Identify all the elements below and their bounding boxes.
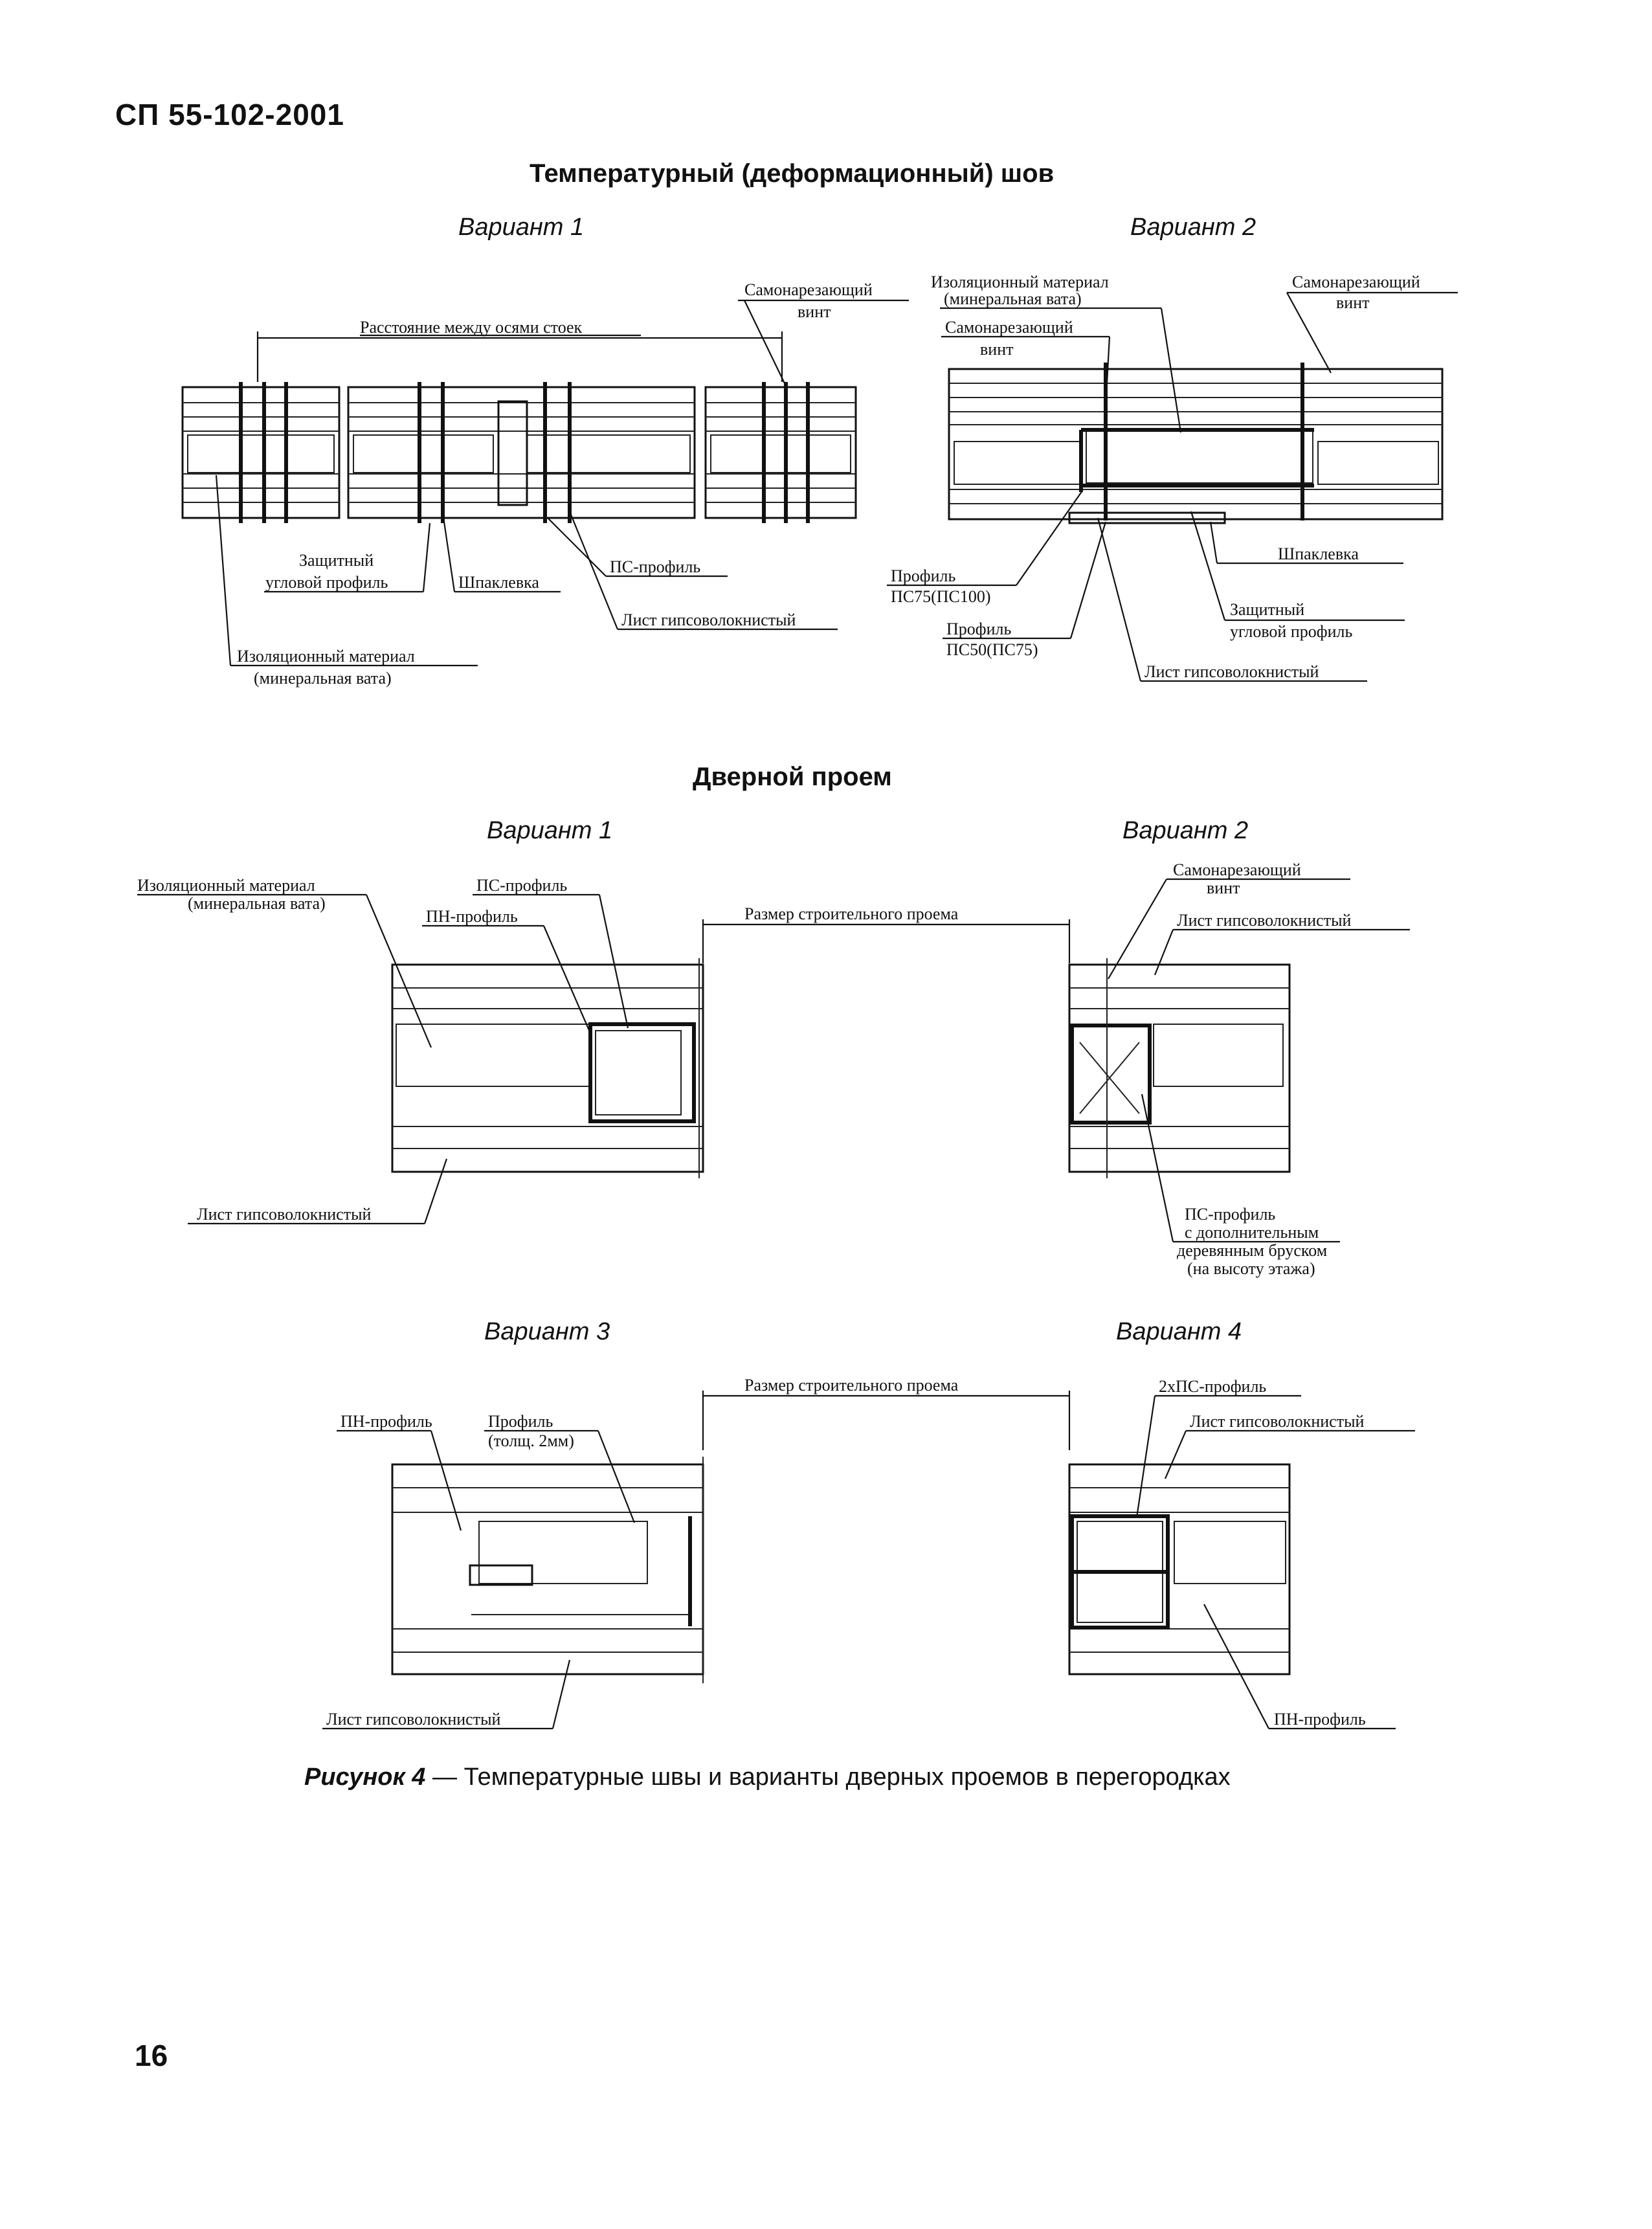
- label-opening-size: Размер строительного проема: [744, 904, 959, 923]
- door-variant-1-title: Вариант 1: [487, 817, 613, 844]
- door-variant-1-drawing: Размер строительного проема Изоляционный…: [137, 876, 1071, 1225]
- wall-panel-middle: [347, 382, 696, 523]
- label-insulation-l2: (минеральная вата): [254, 669, 392, 688]
- label-gvl: Лист гипсоволокнистый: [197, 1205, 372, 1224]
- label-profile-2mm-l2: (толщ. 2мм): [488, 1431, 574, 1450]
- label-putty: Шпаклевка: [458, 573, 539, 592]
- label-pn-profile: ПН-профиль: [426, 907, 518, 926]
- label-profile-ps50: Профиль: [946, 620, 1012, 638]
- label-ps-profile: ПС-профиль: [1185, 1205, 1275, 1224]
- door-variant-2-drawing: Самонарезающий винт Лист гипсоволокнисты…: [1068, 860, 1410, 1278]
- figure-caption: Рисунок 4 — Температурные швы и варианты…: [304, 1764, 1231, 1791]
- label-ps-profile: ПС-профиль: [476, 876, 567, 895]
- door-variant-2-title: Вариант 2: [1122, 817, 1249, 844]
- label-corner-profile: Защитный: [1230, 600, 1304, 619]
- document-code: СП 55-102-2001: [115, 98, 344, 131]
- page-number: 16: [135, 2039, 168, 2072]
- label-corner-profile: Защитный: [299, 551, 374, 570]
- section-title-joint: Температурный (деформационный) шов: [530, 159, 1055, 188]
- label-gvl: Лист гипсоволокнистый: [1144, 662, 1319, 681]
- label-screw: Самонарезающий: [744, 280, 873, 299]
- door-variant-4-title: Вариант 4: [1116, 1318, 1242, 1345]
- label-profile-ps75-l2: ПС75(ПС100): [891, 587, 991, 606]
- door-variant-3-title: Вариант 3: [484, 1318, 610, 1345]
- label-profile-2mm: Профиль: [488, 1412, 553, 1431]
- label-insulation: Изоляционный материал: [931, 273, 1109, 291]
- label-gvl: Лист гипсоволокнистый: [621, 610, 796, 629]
- label-screw: Самонарезающий: [1173, 860, 1301, 879]
- wall-panel-right: [704, 382, 857, 523]
- label-ps-profile-l4: (на высоту этажа): [1187, 1259, 1315, 1278]
- figure-caption-label: Рисунок 4: [304, 1764, 426, 1791]
- door-variant-4-drawing: 2хПС-профиль Лист гипсоволокнистый ПН-пр…: [1068, 1377, 1415, 1730]
- label-corner-profile-l2: угловой профиль: [1230, 622, 1352, 641]
- label-screw-l2: винт: [1207, 879, 1240, 897]
- label-ps-profile: ПС-профиль: [610, 557, 700, 576]
- label-screw-b: Самонарезающий: [1292, 273, 1420, 291]
- joint-variant-1-drawing: Расстояние между осями стоек Самонарезаю…: [181, 280, 909, 688]
- label-screw-a-l2: винт: [980, 340, 1013, 359]
- wall-panel-left: [181, 382, 340, 523]
- label-insulation: Изоляционный материал: [237, 647, 415, 666]
- label-gvl: Лист гипсоволокнистый: [326, 1710, 501, 1729]
- label-insulation-l2: (минеральная вата): [944, 289, 1082, 308]
- joint-variant-1-title: Вариант 1: [458, 214, 585, 241]
- label-profile-ps75: Профиль: [891, 566, 956, 585]
- figure-caption-text: — Температурные швы и варианты дверных п…: [425, 1764, 1231, 1791]
- label-screw-l2: винт: [798, 302, 831, 321]
- label-pn-profile: ПН-профиль: [340, 1412, 432, 1431]
- label-opening-size: Размер строительного проема: [744, 1376, 959, 1395]
- section-title-door: Дверной проем: [693, 763, 892, 791]
- label-screw-b-l2: винт: [1336, 293, 1369, 312]
- label-ps-profile-l3: деревянным бруском: [1177, 1241, 1327, 1260]
- label-gvl: Лист гипсоволокнистый: [1177, 911, 1352, 930]
- label-double-ps-profile: 2хПС-профиль: [1159, 1377, 1266, 1396]
- door-variant-3-drawing: Размер строительного проема ПН-профиль П…: [322, 1376, 1071, 1730]
- label-ps-profile-l2: с дополнительным: [1185, 1223, 1319, 1242]
- label-insulation-l2: (минеральная вата): [188, 894, 326, 913]
- label-profile-ps50-l2: ПС50(ПС75): [946, 640, 1038, 659]
- label-pn-profile: ПН-профиль: [1274, 1710, 1366, 1729]
- label-corner-profile-l2: угловой профиль: [265, 573, 388, 592]
- label-insulation: Изоляционный материал: [137, 876, 315, 895]
- label-gvl: Лист гипсоволокнистый: [1190, 1412, 1365, 1431]
- joint-variant-2-drawing: Изоляционный материал (минеральная вата)…: [887, 273, 1458, 682]
- label-stud-axis-distance: Расстояние между осями стоек: [360, 318, 583, 337]
- label-screw-a: Самонарезающий: [945, 318, 1073, 337]
- joint-variant-2-title: Вариант 2: [1130, 214, 1256, 241]
- label-putty: Шпаклевка: [1278, 544, 1359, 563]
